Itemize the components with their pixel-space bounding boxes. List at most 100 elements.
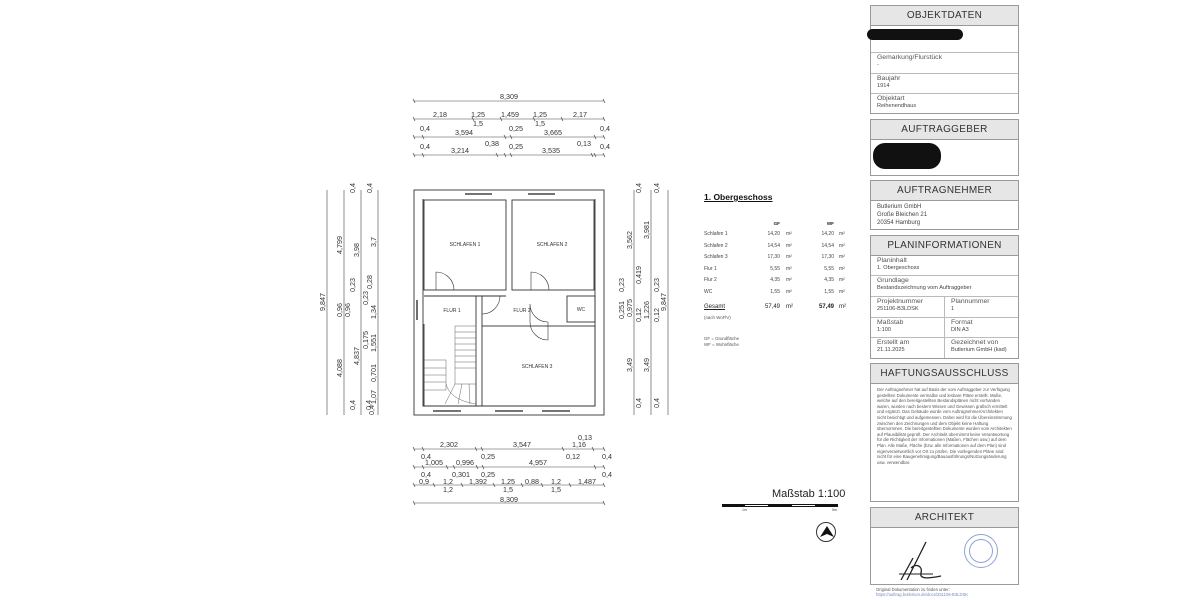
svg-text:0,4: 0,4 [602, 470, 612, 479]
svg-text:0,25: 0,25 [481, 470, 495, 479]
svg-text:8,309: 8,309 [500, 92, 518, 101]
gf-value: 5,55 [770, 265, 780, 272]
svg-text:2,302: 2,302 [440, 440, 458, 449]
contractor-address: Butlerium GmbH Große Bleichen 21 20354 H… [877, 204, 928, 226]
svg-text:0,23: 0,23 [617, 278, 626, 292]
svg-text:0,4: 0,4 [421, 452, 431, 461]
scale-tick-5m: 5m [832, 508, 837, 512]
room-label-wc: WC [577, 307, 586, 313]
svg-text:1,2: 1,2 [551, 477, 561, 486]
area-row: Schlafen 1 14,20 m² 14,20 m² [704, 231, 850, 243]
svg-text:0,13: 0,13 [577, 139, 591, 148]
svg-text:3,49: 3,49 [625, 358, 634, 372]
svg-text:0,23: 0,23 [361, 291, 370, 305]
svg-text:0,4: 0,4 [420, 124, 430, 133]
objektart-cell: Objektart Reihenendhaus [877, 95, 917, 109]
room-label-schlafen-2: SCHLAFEN 2 [537, 242, 568, 248]
svg-text:0,996: 0,996 [456, 458, 474, 467]
document-link[interactable]: https://auftrag.butlerium.de/docs/251106… [876, 592, 969, 597]
gemarkung-cell: Gemarkung/Flurstück - [871, 53, 1018, 74]
architekt-section: ARCHITEKT [870, 507, 1019, 585]
svg-text:0,23: 0,23 [652, 278, 661, 292]
plannummer-cell: Plannummer 1 [944, 297, 1018, 317]
svg-text:0,175: 0,175 [361, 331, 370, 349]
projektnummer-cell: Projektnummer 251106-B3LDSK [877, 298, 924, 312]
massstab-cell: Maßstab 1:100 [877, 319, 904, 333]
svg-text:0,12: 0,12 [634, 308, 643, 322]
svg-text:0,88: 0,88 [525, 477, 539, 486]
total-note: (nach WoFlV) [704, 315, 731, 320]
unit: m² [786, 242, 792, 249]
area-row: Schlafen 3 17,30 m² 17,30 m² [704, 254, 850, 266]
unit: m² [786, 265, 792, 272]
svg-text:3,547: 3,547 [513, 440, 531, 449]
gf-value: 4,35 [770, 277, 780, 283]
svg-text:0,4: 0,4 [420, 142, 430, 151]
area-legend: GF = Grundfläche WF = Wohnfläche [704, 336, 850, 348]
format-cell: Format DIN A3 [944, 318, 1018, 337]
svg-text:0,12: 0,12 [652, 308, 661, 322]
svg-text:3,665: 3,665 [544, 128, 562, 137]
gf-value: 17,30 [767, 254, 780, 260]
area-row: Schlafen 2 14,54 m² 14,54 m² [704, 243, 850, 255]
gf-value: 14,20 [767, 231, 780, 237]
svg-text:1,5: 1,5 [551, 485, 561, 494]
unit: m² [839, 304, 846, 310]
room-name: WC [704, 288, 713, 295]
scale-bar [722, 504, 839, 507]
svg-text:0,4: 0,4 [652, 398, 661, 408]
svg-text:0,301: 0,301 [452, 470, 470, 479]
svg-text:0,38: 0,38 [485, 139, 499, 148]
svg-text:3,98: 3,98 [352, 243, 361, 257]
svg-text:0,4: 0,4 [634, 183, 643, 193]
svg-text:1,25: 1,25 [533, 110, 547, 119]
room-name: Schlafen 3 [704, 254, 728, 260]
redaction-mark [867, 29, 963, 40]
planinformationen-section: PLANINFORMATIONEN Planinhalt 1. Obergesc… [870, 235, 1019, 359]
svg-text:4,799: 4,799 [335, 236, 344, 254]
room-name: Schlafen 2 [704, 242, 728, 249]
svg-text:1,487: 1,487 [578, 477, 596, 486]
wf-value: 1,55 [824, 288, 834, 295]
architect-stamp-icon [964, 534, 998, 568]
grundlage-cell: Grundlage Bestandszeichnung vom Auftragg… [871, 276, 1018, 297]
unit: m² [786, 304, 793, 310]
auftraggeber-header: AUFTRAGGEBER [871, 120, 1018, 140]
svg-text:1,459: 1,459 [501, 110, 519, 119]
svg-text:0,4: 0,4 [634, 398, 643, 408]
svg-text:0,4: 0,4 [365, 183, 374, 193]
wf-value: 17,30 [821, 254, 834, 260]
room-label-schlafen-3: SCHLAFEN 3 [522, 364, 553, 370]
wf-value: 14,20 [821, 231, 834, 237]
svg-text:1,2: 1,2 [443, 485, 453, 494]
svg-text:4,957: 4,957 [529, 458, 547, 467]
gf-value: 1,55 [770, 288, 780, 295]
gf-value: 14,54 [767, 242, 780, 249]
unit: m² [786, 231, 792, 237]
total-wf: 57,49 [818, 304, 834, 310]
svg-text:0,419: 0,419 [634, 266, 643, 284]
svg-text:0,25: 0,25 [481, 452, 495, 461]
objektdaten-header: OBJEKTDATEN [871, 6, 1018, 26]
svg-text:4,088: 4,088 [335, 359, 344, 377]
svg-text:0,251: 0,251 [617, 301, 626, 319]
north-arrow-icon [816, 522, 836, 542]
unit: m² [839, 231, 845, 237]
svg-text:1,25: 1,25 [501, 477, 515, 486]
room-name: Flur 1 [704, 265, 717, 272]
svg-text:0,4: 0,4 [600, 142, 610, 151]
svg-text:0,12: 0,12 [566, 452, 580, 461]
redacted-address [867, 26, 1018, 53]
svg-text:1,5: 1,5 [535, 119, 545, 128]
svg-text:3,594: 3,594 [455, 128, 473, 137]
total-gf: 57,49 [764, 304, 780, 310]
scale-label: Maßstab 1:100 [772, 488, 846, 500]
planinhalt-cell: Planinhalt 1. Obergeschoss [871, 256, 1018, 276]
architekt-header: ARCHITEKT [871, 508, 1018, 528]
room-name: Schlafen 1 [704, 231, 728, 237]
col-gf-header: GF [773, 221, 780, 226]
svg-text:1,551: 1,551 [369, 334, 378, 352]
svg-text:0,4: 0,4 [602, 452, 612, 461]
svg-text:0,25: 0,25 [509, 124, 523, 133]
svg-text:4,837: 4,837 [352, 347, 361, 365]
